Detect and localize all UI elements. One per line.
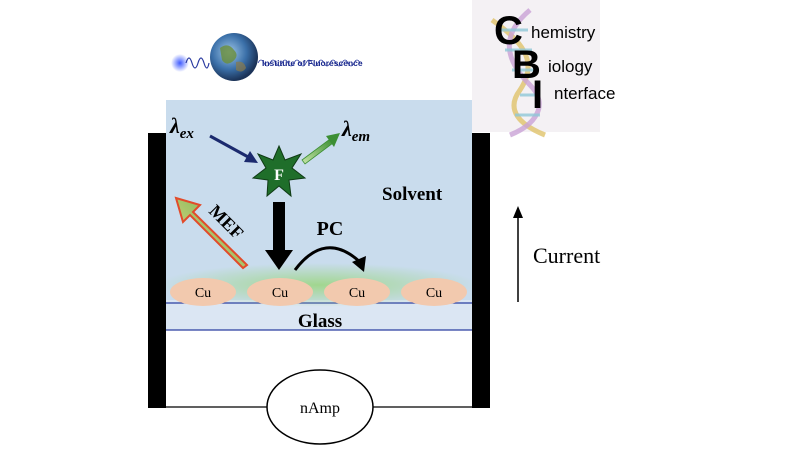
cbi-word-biology: iology — [548, 57, 593, 76]
particle — [401, 278, 467, 306]
glass-label: Glass — [298, 311, 342, 332]
ammeter-label: nAmp — [300, 400, 340, 417]
plasmon-halo — [158, 263, 478, 307]
cbi-logo: C hemistry B iology I nterface — [472, 0, 615, 138]
transfer-arrow — [273, 202, 285, 252]
particle-label: Cu — [426, 286, 442, 301]
cbi-word-interface: nterface — [554, 84, 615, 103]
copper-particles: Cu Cu Cu Cu — [170, 278, 467, 306]
particle — [247, 278, 313, 306]
excitation-arrow — [209, 134, 251, 160]
particle-label: Cu — [349, 286, 365, 301]
particle — [170, 278, 236, 306]
particle-label: Cu — [195, 286, 211, 301]
pc-arrow — [293, 246, 362, 271]
cbi-word-chemistry: hemistry — [531, 23, 596, 42]
institute-logo-text: Institute of Fluorescence — [262, 58, 363, 68]
light-source-icon — [171, 54, 189, 72]
excitation-label: λex — [169, 113, 194, 142]
particle — [324, 278, 390, 306]
electrode-right — [472, 133, 490, 408]
cbi-letter-c: C — [494, 9, 523, 53]
current-label: Current — [533, 243, 600, 268]
emission-label: λem — [341, 116, 370, 145]
ammeter — [266, 369, 374, 445]
particle-label: Cu — [272, 286, 288, 301]
electrode-left — [148, 133, 166, 408]
institute-logo: Institute of Fluorescence — [171, 33, 363, 81]
pc-label: PC — [317, 218, 344, 240]
mef-arrow — [174, 196, 249, 270]
cbi-letter-b: B — [512, 43, 541, 87]
cbi-letter-i: I — [532, 73, 543, 117]
fluorophore-star-icon — [251, 144, 307, 198]
solvent-label: Solvent — [382, 184, 443, 205]
fluorophore-label: F — [274, 167, 284, 184]
wave-icon — [185, 57, 210, 69]
